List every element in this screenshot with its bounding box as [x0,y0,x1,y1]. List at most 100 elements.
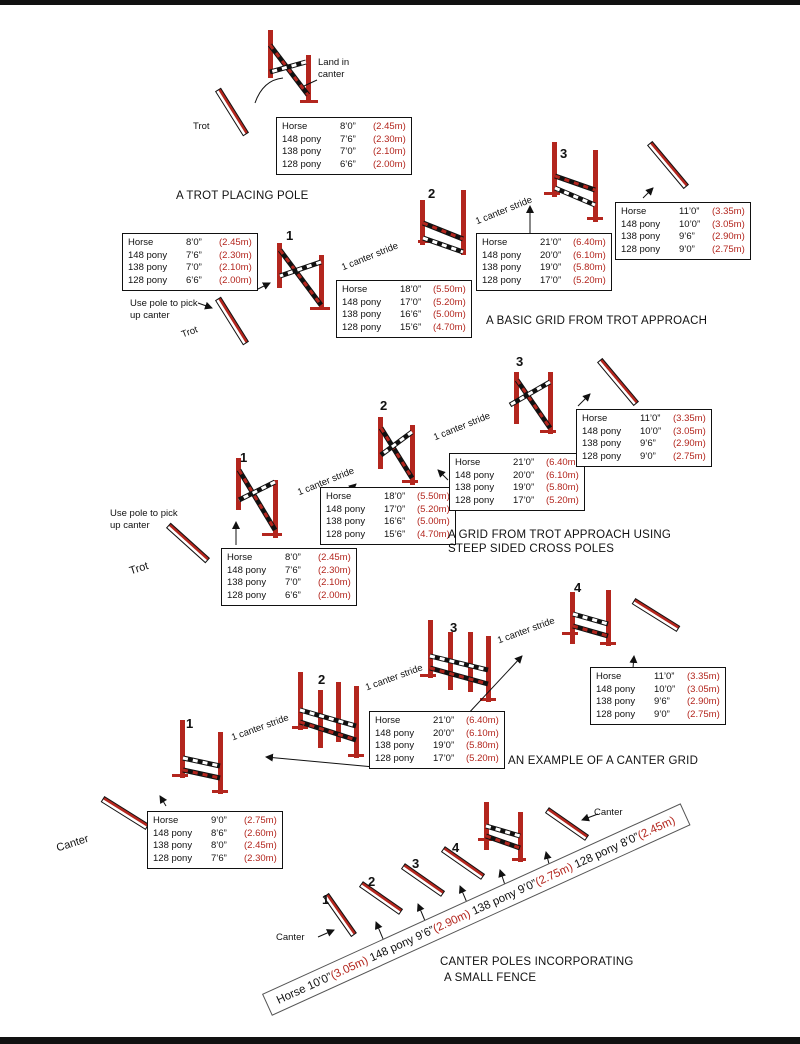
metric-distance: (2.30m) [318,564,351,576]
size-label: 148 pony [128,249,168,261]
imperial-distance: 7’6” [186,249,202,261]
metric-distance: (2.45m) [219,237,252,248]
metric-distance: (2.00m) [318,589,351,601]
metric-distance: (2.75m) [673,450,706,462]
size-label: 148 pony [482,249,522,261]
size-label: Horse [596,671,622,682]
size-label: 128 pony [153,852,193,864]
imperial-distance: 17’0” [513,494,535,506]
imperial-distance: 7’0” [186,262,202,274]
arrow [629,655,638,669]
trot-label: Trot [193,121,210,132]
imperial-distance: 6’6” [340,158,356,170]
metric-distance: (5.20m) [466,752,499,764]
ground-pole [596,357,640,407]
size-label: 148 pony [326,503,366,515]
oxer-fence [292,672,364,758]
size-label: 138 pony [375,740,415,752]
ground-pole [646,140,690,190]
oxer-fence [420,620,496,702]
metric-distance: (2.90m) [712,231,745,243]
imperial-distance: 6’6” [186,274,202,286]
imperial-distance: 7’6” [285,564,301,576]
metric-distance: (3.35m) [687,671,720,682]
arrow [581,813,599,822]
metric-distance: (3.35m) [673,413,706,424]
oxer-fence [544,142,603,222]
size-label: Horse [482,237,508,248]
ground-pole [214,296,250,346]
ground-pole [544,807,590,841]
section-title: A TROT PLACING POLE [176,190,309,202]
size-label: 128 pony [596,708,636,720]
metric-distance: (2.00m) [373,158,406,170]
size-label: 128 pony [482,274,522,286]
ground-pole [323,892,357,938]
metric-distance: (2.30m) [244,852,277,864]
metric-distance: (3.05m) [673,425,706,437]
fence-number: 3 [560,146,568,161]
metric-distance: (4.70m) [417,528,450,540]
size-label: Horse [375,715,401,726]
metric-distance: (5.20m) [546,494,579,506]
ground-pole [400,863,446,897]
size-label: 148 pony [375,727,415,739]
fence-number: 1 [322,892,330,907]
section-title: AN EXAMPLE OF A CANTER GRID [508,755,699,767]
size-label: 138 pony [455,482,495,494]
arrow [317,929,335,938]
fence-number: 1 [186,716,194,731]
size-label: 128 pony [227,589,267,601]
imperial-distance: 19’0” [433,740,455,752]
table-row: Horse 8’0” (2.45m) [227,552,351,565]
metric-distance: (2.45m) [318,552,351,563]
imperial-distance: 15’6” [384,528,406,540]
size-label: 128 pony [342,321,382,333]
upright-fence [172,720,228,794]
fence-number: 4 [452,840,460,855]
arrow [437,469,449,481]
metric-distance: (6.40m) [546,457,579,468]
size-label: 128 pony [375,752,415,764]
imperial-distance: 8’0” [285,552,301,563]
top-border [0,0,800,5]
imperial-distance: 11’0” [679,206,700,217]
imperial-distance: 8’0” [211,840,227,852]
size-label: Horse [282,121,308,132]
size-label: Horse [227,552,253,563]
imperial-distance: 7’6” [340,133,356,145]
metric-distance: (2.10m) [318,577,351,589]
imperial-distance: 6’6” [285,589,301,601]
metric-distance: (6.10m) [466,727,499,739]
imperial-distance: 9’6” [640,438,656,450]
ground-pole [214,87,250,137]
upright-fence [478,802,526,862]
metric-distance: (2.75m) [687,708,720,720]
size-label: 138 pony [582,438,622,450]
fence-number: 4 [574,580,582,595]
section-title: A GRID FROM TROT APPROACH USING STEEP SI… [448,529,672,555]
